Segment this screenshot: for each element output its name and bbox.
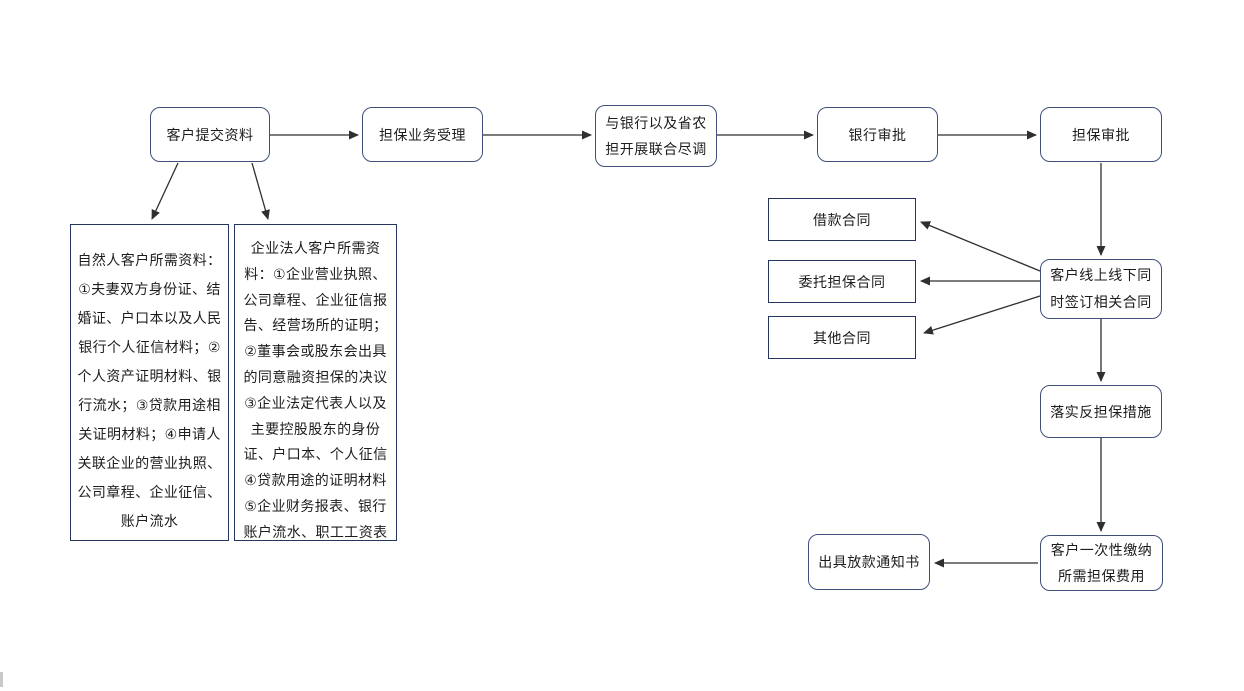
- arrow-sign-to-other-contract: [923, 295, 1041, 335]
- node-sign-contracts: 客户线上线下同时签订相关合同: [1040, 259, 1162, 319]
- corner-artifact: [0, 672, 3, 687]
- node-loan-notice: 出具放款通知书: [808, 534, 930, 590]
- arrow-submit-to-enterprise: [251, 162, 270, 220]
- node-pay-guarantee-fee: 客户一次性缴纳所需担保费用: [1040, 535, 1163, 591]
- node-customer-submit: 客户提交资料: [150, 107, 270, 162]
- node-guarantee-acceptance: 担保业务受理: [362, 107, 483, 162]
- node-loan-contract: 借款合同: [768, 198, 916, 241]
- box-natural-person-materials: 自然人客户所需资料：①夫妻双方身份证、结婚证、户口本以及人民银行个人征信材料；②…: [70, 224, 229, 541]
- arrow-submit-to-natural: [151, 162, 179, 220]
- node-entrust-guarantee-contract: 委托担保合同: [768, 260, 916, 303]
- node-counter-guarantee: 落实反担保措施: [1040, 385, 1162, 438]
- node-joint-due-diligence: 与银行以及省农担开展联合尽调: [595, 105, 717, 167]
- arrow-sign-to-loan-contract: [920, 221, 1041, 272]
- node-guarantee-approval: 担保审批: [1040, 107, 1162, 162]
- node-bank-approval: 银行审批: [817, 107, 938, 162]
- box-enterprise-materials: 企业法人客户所需资料：①企业营业执照、公司章程、企业征信报告、经营场所的证明；②…: [234, 224, 397, 541]
- node-other-contract: 其他合同: [768, 316, 916, 359]
